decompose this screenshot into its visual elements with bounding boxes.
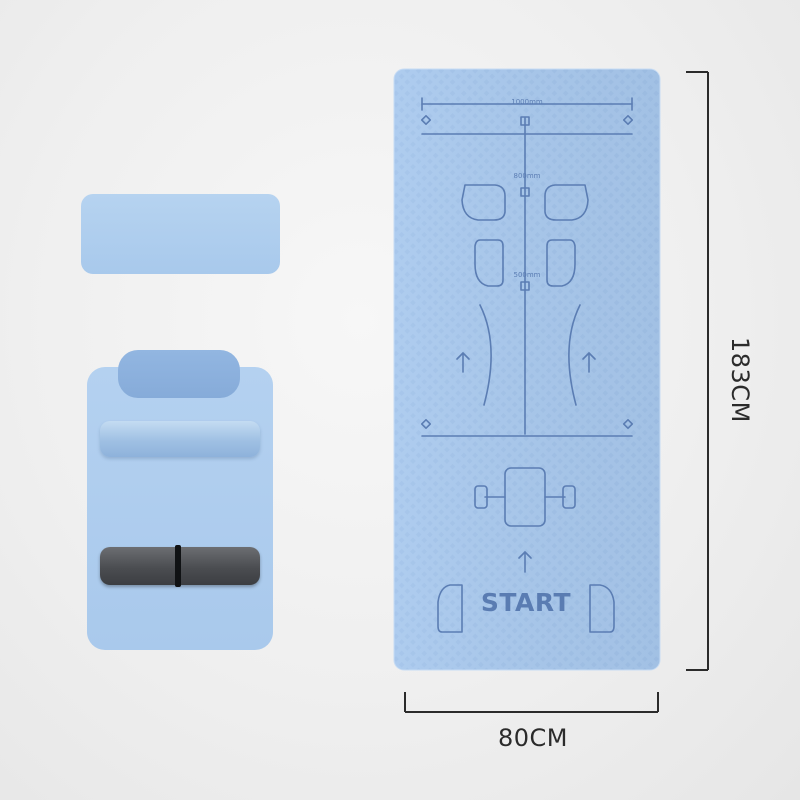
alignment-lines bbox=[420, 97, 634, 633]
tick-label-top: 1000mm bbox=[511, 98, 543, 106]
rolled-mat-blue bbox=[100, 421, 260, 457]
dimension-lines bbox=[404, 71, 709, 713]
width-dimension-label: 80CM bbox=[498, 724, 569, 752]
carry-bag bbox=[87, 367, 273, 650]
yoga-mat bbox=[393, 68, 661, 671]
knee-pad bbox=[81, 194, 280, 274]
carry-strap bbox=[175, 545, 181, 587]
carry-bag-handle bbox=[118, 350, 240, 398]
mat-start-label: START bbox=[480, 588, 572, 617]
height-dimension-label: 183CM bbox=[726, 337, 754, 423]
tick-label-lower: 500mm bbox=[513, 271, 541, 279]
tick-label-middle: 800mm bbox=[513, 172, 541, 180]
